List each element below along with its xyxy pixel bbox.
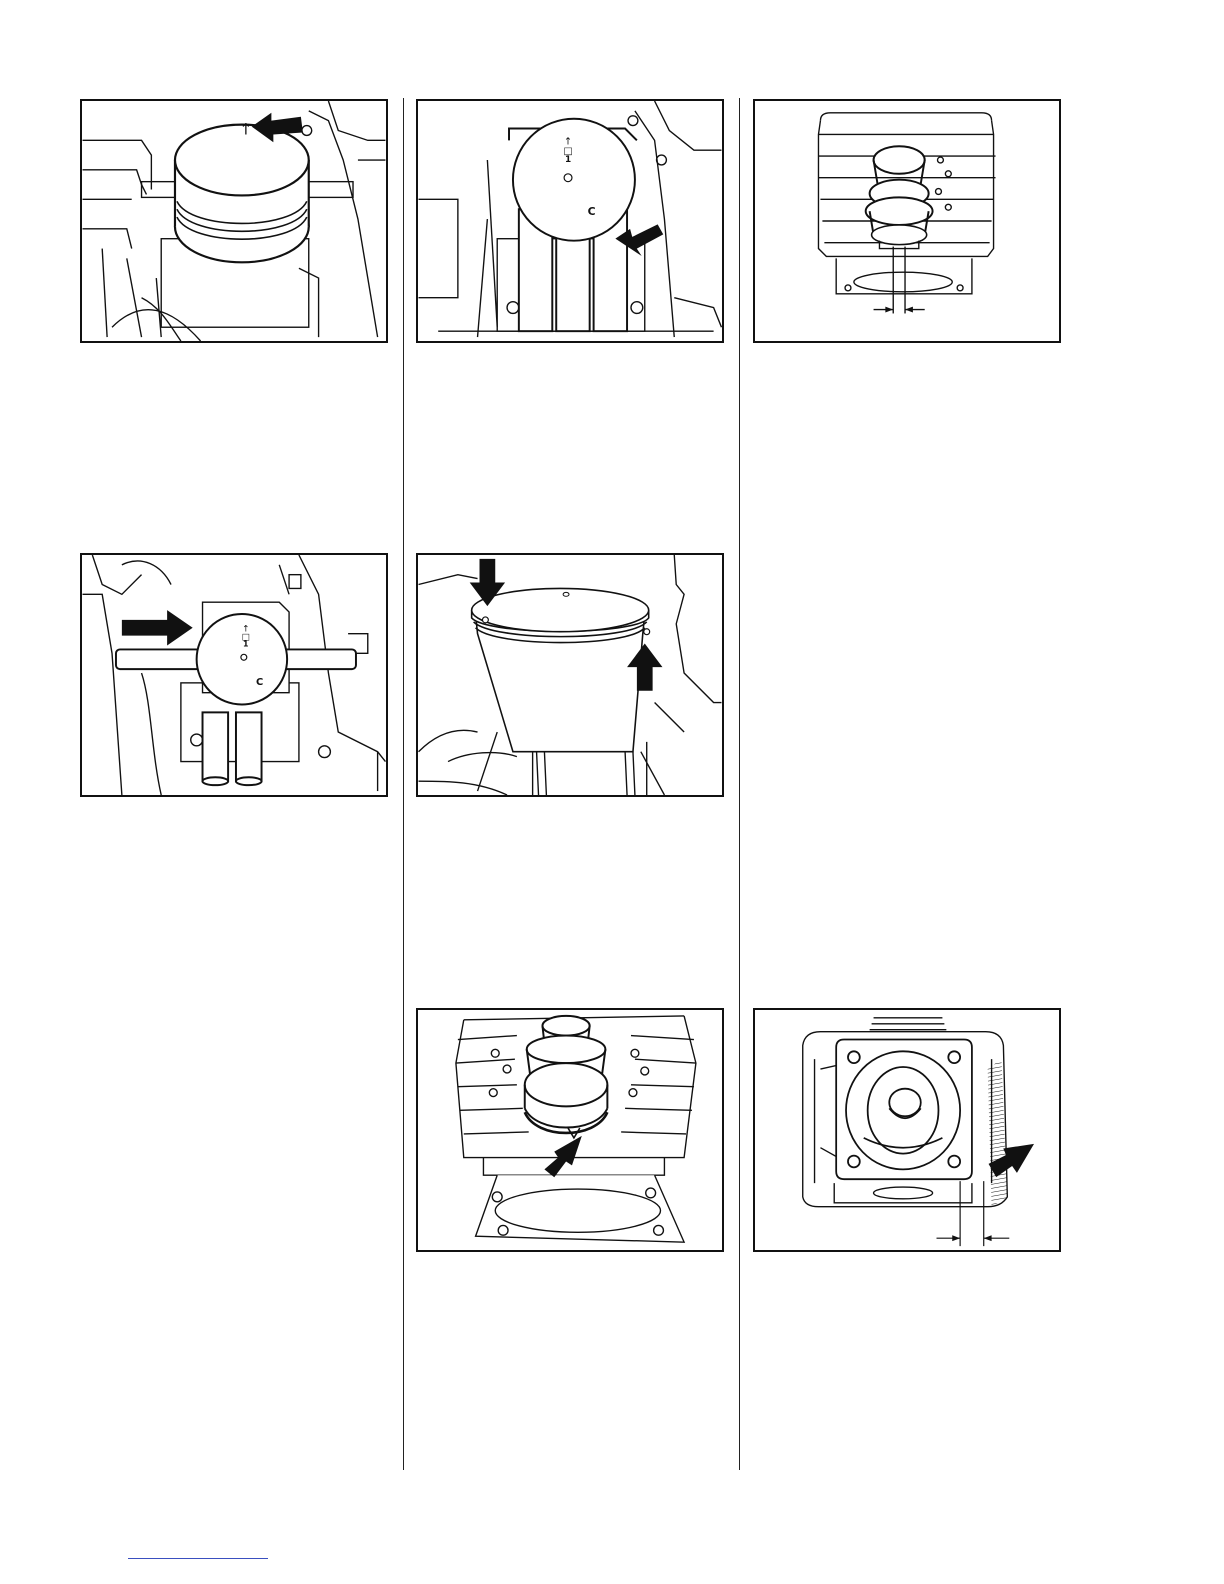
figure-cylinder-gap-measurement <box>753 99 1061 343</box>
arrow-pointer-icon <box>122 610 193 645</box>
figure-piston-pin-insertion: ↑ □ 1 C <box>80 553 388 797</box>
piston-letter-mark: C <box>588 205 596 218</box>
arrow-pointer-icon <box>544 1136 581 1177</box>
piston-direction-mark: ↑ <box>239 119 252 138</box>
figure-piston-ring-gaps <box>416 553 724 797</box>
figure-1-drawing: ↑ <box>82 101 386 341</box>
figure-4-drawing: ↑ □ 1 C <box>82 555 386 795</box>
figure-cylinder-ring-notch <box>416 1008 724 1252</box>
figure-3-drawing <box>755 101 1059 341</box>
dimension-arrows-icon <box>885 307 913 313</box>
figure-5-drawing <box>418 555 722 795</box>
figure-7-drawing <box>755 1010 1059 1250</box>
dimension-arrows-icon <box>952 1235 991 1241</box>
footnote-rule <box>128 1558 268 1559</box>
figure-6-drawing <box>418 1010 722 1250</box>
figure-cylinder-base-offset <box>753 1008 1061 1252</box>
figure-piston-on-supports: ↑ □ 1 C <box>416 99 724 343</box>
column-divider-left <box>403 98 404 1470</box>
piston-number-mark: 1 <box>565 155 571 165</box>
piston-number-mark: 1 <box>243 639 248 648</box>
piston-letter-mark: C <box>256 677 263 688</box>
figure-2-drawing: ↑ □ 1 C <box>418 101 722 341</box>
figure-piston-top-arrow: ↑ <box>80 99 388 343</box>
column-divider-right <box>739 98 740 1470</box>
